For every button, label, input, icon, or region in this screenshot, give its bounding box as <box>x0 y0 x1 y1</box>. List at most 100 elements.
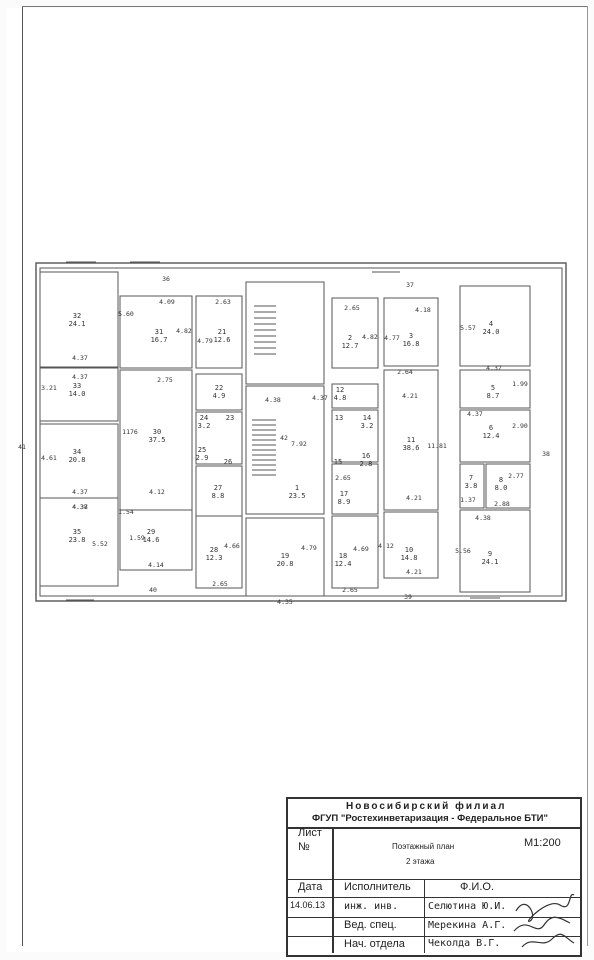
dimension-label: 4.09 <box>159 298 175 306</box>
room-number: 34 <box>73 448 81 456</box>
dimension-label: 4.21 <box>406 568 422 576</box>
department-head-label: Нач. отдела <box>344 938 405 950</box>
org-name-line2: ФГУП "Ростехинветаризация - Федеральное … <box>312 813 548 824</box>
room-number: 7 <box>469 474 473 482</box>
dimension-label: 11.81 <box>427 442 447 450</box>
frame-border-right <box>587 6 588 946</box>
lead-specialist-label: Вед. спец. <box>344 919 397 931</box>
dimension-label: 4.61 <box>41 454 57 462</box>
dimension-label: 4.79 <box>197 337 213 345</box>
executor-name: Селютина Ю.И. <box>428 901 507 912</box>
dimension-label: 4.12 <box>378 542 394 550</box>
executor-role: инж. инв. <box>344 901 399 912</box>
room-area: 38.6 <box>403 444 420 452</box>
room-number: 25 <box>198 446 206 454</box>
frame-border-left <box>22 6 23 946</box>
room-area: 14.0 <box>69 390 86 398</box>
dimension-label: 4.37 <box>72 503 88 511</box>
room-number: 32 <box>73 312 81 320</box>
room-number: 6 <box>489 424 493 432</box>
room-area: 24.0 <box>483 328 500 336</box>
dimension-label: 39 <box>404 593 412 601</box>
room-area: 23.8 <box>69 536 86 544</box>
title-block: Новосибирский филиал ФГУП "Ростехинветар… <box>286 797 582 957</box>
dimension-label: 36 <box>162 275 170 283</box>
dimension-label: 4.82 <box>362 333 378 341</box>
fio-label: Ф.И.О. <box>460 881 494 893</box>
dimension-label: 40 <box>149 586 157 594</box>
room-number: 31 <box>155 328 163 336</box>
room-number: 14 <box>363 414 371 422</box>
room-area: 20.8 <box>69 456 86 464</box>
room-area: 12.3 <box>206 554 223 562</box>
dimension-label: 4.37 <box>467 410 483 418</box>
room-number: 15 <box>334 458 342 466</box>
dimension-label: 2.63 <box>215 298 231 306</box>
room-area: 8.7 <box>487 392 500 400</box>
dimension-label: 4.37 <box>72 373 88 381</box>
dimension-label: 1176 <box>122 428 138 436</box>
dimension-label: 42 <box>280 434 288 442</box>
room-number: 27 <box>214 484 222 492</box>
room-area: 8.8 <box>212 492 225 500</box>
department-head-name: Чеколда В.Г. <box>428 938 501 949</box>
dimension-label: 4.79 <box>301 544 317 552</box>
dimension-label: 41 <box>18 443 26 451</box>
dimension-label: 5.52 <box>92 540 108 548</box>
room-number: 13 <box>335 414 343 422</box>
dimension-label: 38 <box>542 450 550 458</box>
plan-walls <box>35 261 567 602</box>
room-area: 14.6 <box>143 536 160 544</box>
room-area: 12.7 <box>342 342 359 350</box>
room-area: 24.1 <box>482 558 499 566</box>
room-number: 5 <box>491 384 495 392</box>
room-number: 17 <box>340 490 348 498</box>
room-area: 4.8 <box>334 394 347 402</box>
room-number: 21 <box>218 328 226 336</box>
executor-label: Исполнитель <box>344 881 411 893</box>
frame-border-top <box>22 6 588 7</box>
room-number: 8 <box>499 476 503 484</box>
plan-title: Поэтажный план <box>392 842 455 851</box>
dimension-label: 4.12 <box>149 488 165 496</box>
lead-specialist-name: Мерекина А.Г. <box>428 920 507 931</box>
dimension-label: 4.21 <box>406 494 422 502</box>
dimension-label: 7.92 <box>291 440 307 448</box>
room-number: 33 <box>73 382 81 390</box>
dimension-label: 4.82 <box>176 327 192 335</box>
room-number: 26 <box>224 458 232 466</box>
room-number: 9 <box>488 550 492 558</box>
room-number: 10 <box>405 546 413 554</box>
dimension-label: 5.60 <box>118 310 134 318</box>
room-area: 2.9 <box>196 454 209 462</box>
dimension-label: 4.37 <box>312 394 328 402</box>
dimension-label: 4.66 <box>224 542 240 550</box>
room-area: 24.1 <box>69 320 86 328</box>
room-number: 16 <box>362 452 370 460</box>
date-value: 14.06.13 <box>290 900 326 910</box>
room-area: 16.8 <box>403 340 420 348</box>
room-area: 12.6 <box>214 336 231 344</box>
room-area: 12.4 <box>335 560 352 568</box>
signature-marks <box>513 894 575 948</box>
room-number: 4 <box>489 320 493 328</box>
room-number: 30 <box>153 428 161 436</box>
room-area: 3.8 <box>465 482 478 490</box>
dimension-label: 4.69 <box>353 545 369 553</box>
dimension-label: 4.35 <box>277 598 293 606</box>
room-area: 8.9 <box>338 498 351 506</box>
dimension-label: 4.37 <box>72 354 88 362</box>
dimension-label: 2.88 <box>494 500 510 508</box>
room-number: 3 <box>409 332 413 340</box>
room-number: 1 <box>295 484 299 492</box>
room-number: 29 <box>147 528 155 536</box>
floor-label: 2 этажа <box>406 857 435 866</box>
dimension-label: 1.99 <box>512 380 528 388</box>
room-number: 35 <box>73 528 81 536</box>
room-number: 24 <box>200 414 208 422</box>
dimension-label: 5.56 <box>455 547 471 555</box>
dimension-label: 4.18 <box>415 306 431 314</box>
dimension-label: 1.59 <box>129 534 145 542</box>
dimension-label: 2.90 <box>512 422 528 430</box>
